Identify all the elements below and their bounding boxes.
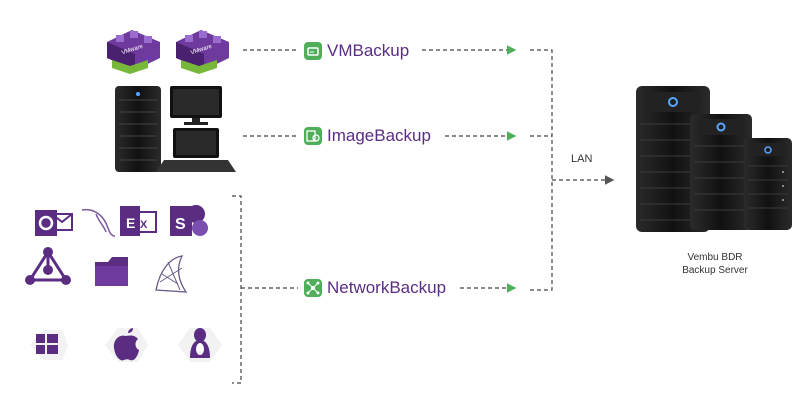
svg-text:E: E [126, 215, 135, 231]
server-caption-line2: Backup Server [682, 265, 748, 276]
folder-icon [95, 257, 128, 286]
svg-text:S: S [175, 216, 186, 233]
monitor-icon [170, 86, 222, 125]
tower-server-icon [115, 86, 161, 172]
vm-backup-label: VMBackup [327, 41, 410, 60]
mysql-icon [81, 208, 116, 237]
windows-icon [30, 330, 68, 360]
laptop-icon [156, 128, 236, 172]
network-backup-icon [304, 279, 322, 297]
sharepoint-icon: S [170, 205, 208, 236]
svg-text:X: X [140, 219, 148, 231]
vm-backup-icon [304, 42, 322, 60]
sources-bracket [232, 195, 242, 384]
active-directory-icon [25, 247, 71, 285]
hyper-v-icon [176, 30, 229, 74]
lan-label: LAN [571, 153, 593, 165]
exchange-icon: E X [120, 206, 157, 236]
apple-icon [105, 328, 148, 362]
server-caption-line1: Vembu BDR [687, 252, 743, 263]
image-backup-icon [304, 127, 322, 145]
server-caption: Vembu BDR Backup Server [660, 251, 770, 277]
image-backup-label: ImageBackup [327, 126, 431, 145]
vmware-vsphere-icon [107, 30, 160, 74]
linux-icon [178, 328, 222, 362]
sql-server-icon [155, 255, 188, 293]
outlook-icon [35, 210, 73, 236]
backup-server-icon [636, 86, 792, 232]
network-backup-label: NetworkBackup [327, 278, 447, 297]
lan-bus [530, 49, 553, 291]
